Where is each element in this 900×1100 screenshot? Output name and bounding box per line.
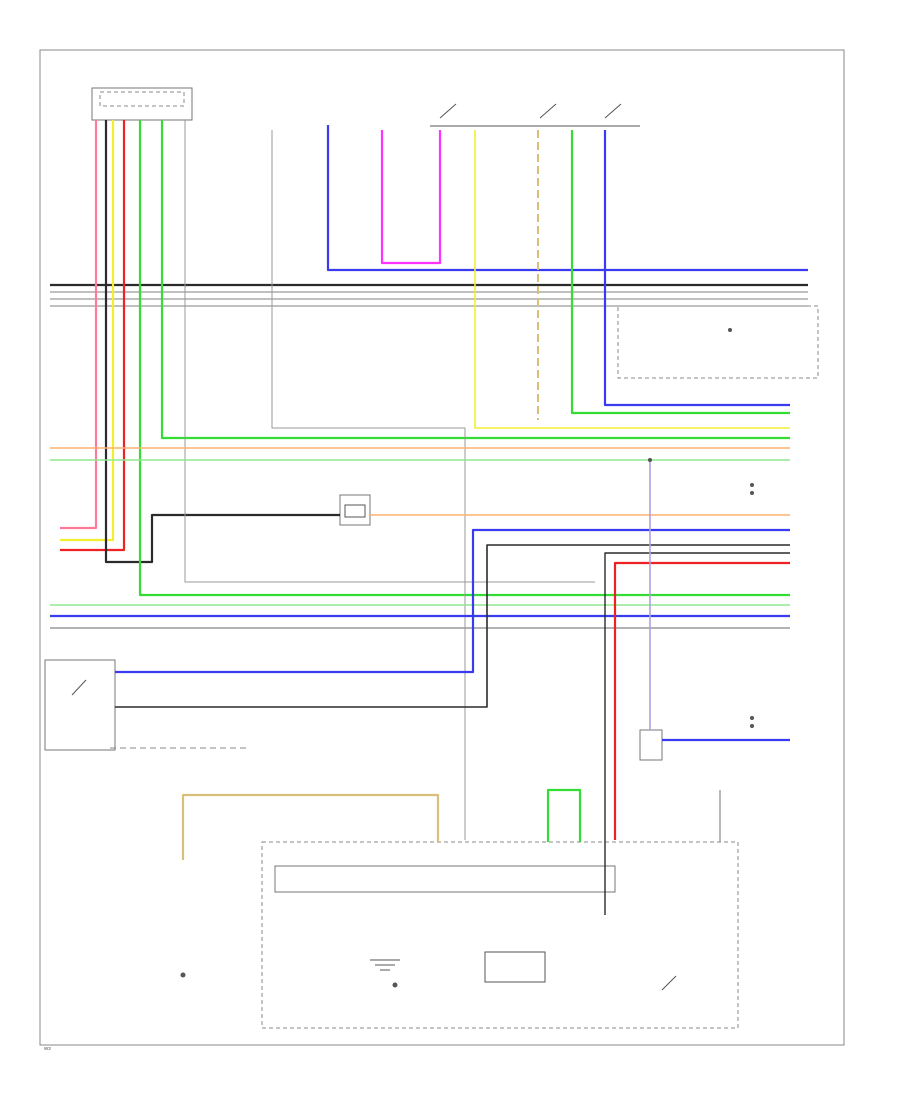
relay-box — [639, 729, 663, 761]
meter-inner-box — [274, 865, 616, 893]
dot-3 — [750, 491, 754, 495]
dot-6 — [728, 328, 732, 332]
wire-black-left — [104, 120, 340, 564]
wire-gray-left — [184, 120, 595, 583]
cruise-switch-box — [44, 659, 116, 751]
footer-ref: W3 — [44, 1046, 51, 1051]
switch-2 — [539, 103, 557, 119]
dot-8 — [392, 982, 398, 988]
wire-green-meter — [546, 788, 582, 842]
wire-red-left — [60, 120, 126, 552]
top-connectors — [91, 87, 640, 127]
wire-red-lower — [613, 561, 790, 840]
side-frames — [44, 305, 819, 1029]
diagram-border — [39, 49, 845, 1046]
connector-dots — [180, 328, 754, 988]
dot-2 — [750, 483, 754, 487]
steering-switch-inner — [99, 91, 185, 107]
wire-magenta — [380, 130, 442, 265]
wire-blue-h2 — [115, 528, 790, 674]
dot-5 — [750, 724, 754, 728]
wire-gray-mid — [271, 130, 466, 840]
switch-symbols — [71, 103, 677, 991]
meter-assembly-frame — [261, 841, 739, 1029]
wire-yellow-top — [474, 130, 790, 429]
wire-blue-top — [326, 125, 808, 272]
wire-green-left-1 — [138, 120, 790, 597]
wire-tan-meter — [181, 793, 440, 860]
wire-pink-left — [60, 120, 98, 530]
wires — [50, 120, 808, 915]
wire-yellow-left — [60, 120, 115, 542]
switch-cruise — [71, 679, 87, 696]
fuse-box — [339, 494, 371, 526]
switch-meter — [661, 975, 677, 991]
dot-1 — [180, 972, 186, 978]
dot-7 — [648, 458, 652, 462]
light-switch-frame — [617, 305, 819, 379]
wire-green-right — [570, 130, 790, 415]
meter-chip — [484, 951, 546, 983]
meter-ground — [370, 959, 400, 971]
wire-black-lower — [115, 544, 790, 708]
dot-4 — [750, 716, 754, 720]
steering-switch-connector — [91, 87, 193, 121]
wire-green-left-2 — [160, 120, 790, 440]
relay-coil — [344, 504, 366, 518]
switch-1 — [439, 103, 457, 119]
switch-3 — [604, 103, 622, 119]
wire-blue-right — [603, 130, 790, 407]
wire-black-lower-2 — [604, 552, 790, 915]
